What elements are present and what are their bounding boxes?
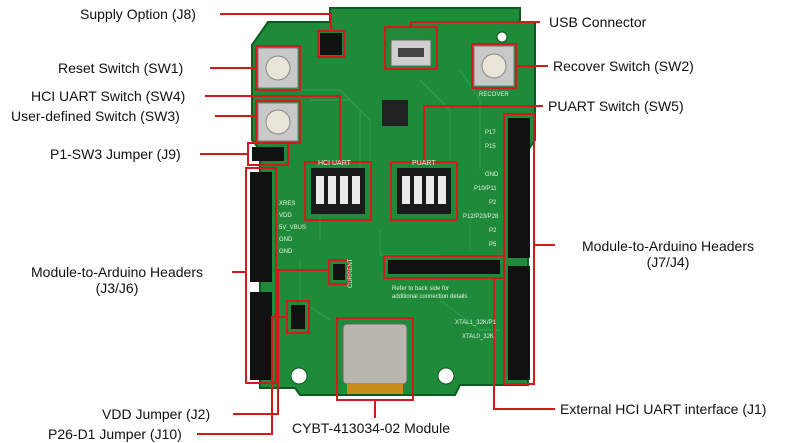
label-p26-jumper: P26-D1 Jumper (J10) bbox=[48, 426, 182, 442]
silk-pins-right: P17 P15 GND P10/P11 P2 P12/P23/P28 P2 P5 bbox=[463, 130, 499, 248]
silk-xtal1: XTAL1_32K/P1 bbox=[455, 320, 497, 326]
silk-refer-line2: additional connection details bbox=[392, 294, 467, 300]
silk-pin-label: P2 bbox=[489, 200, 497, 206]
silk-puart: PUART bbox=[412, 160, 436, 167]
label-p1-sw3-jumper: P1-SW3 Jumper (J9) bbox=[50, 146, 181, 162]
label-vdd-jumper: VDD Jumper (J2) bbox=[102, 406, 211, 422]
silk-pin-label: GND bbox=[279, 237, 293, 243]
ic-chip bbox=[382, 100, 408, 126]
label-reset-switch: Reset Switch (SW1) bbox=[58, 60, 184, 76]
label-arduino-left-line1: Module-to-Arduino Headers bbox=[31, 264, 203, 280]
label-usb-connector: USB Connector bbox=[549, 14, 647, 30]
label-puart-switch: PUART Switch (SW5) bbox=[548, 98, 684, 114]
silk-pin-label: VDD bbox=[279, 213, 292, 219]
label-arduino-right-line1: Module-to-Arduino Headers bbox=[582, 238, 754, 254]
silk-recover: RECOVER bbox=[479, 92, 509, 98]
silk-pin-label: XRES bbox=[279, 201, 295, 207]
silk-pin-label: GND bbox=[279, 249, 293, 255]
silk-hci-uart: HCI UART bbox=[318, 160, 352, 167]
label-arduino-right-line2: (J7/J4) bbox=[646, 254, 690, 270]
silk-refer-line1: Refer to back side for bbox=[392, 286, 449, 292]
label-recover-switch: Recover Switch (SW2) bbox=[553, 58, 694, 74]
silk-pins-left: XRES VDD 5V_VBUS GND GND bbox=[279, 201, 306, 255]
mounting-hole bbox=[437, 367, 455, 385]
pcb-traces bbox=[299, 69, 500, 331]
left-arduino-header-j3-j6 bbox=[245, 167, 277, 384]
external-hci-uart-j1 bbox=[383, 255, 505, 279]
mounting-hole bbox=[496, 31, 508, 43]
silk-pin-label: P15 bbox=[485, 144, 496, 150]
label-hci-uart-switch: HCI UART Switch (SW4) bbox=[31, 88, 186, 104]
silk-pin-label: P5 bbox=[489, 242, 497, 248]
silk-pin-label: P12/P23/P28 bbox=[463, 214, 499, 220]
label-ext-hci-uart: External HCI UART interface (J1) bbox=[560, 401, 767, 417]
usb-connector bbox=[384, 26, 438, 70]
callout-leader-lines bbox=[197, 13, 555, 435]
label-user-switch: User-defined Switch (SW3) bbox=[11, 108, 180, 124]
hci-uart-switch-sw4 bbox=[304, 161, 372, 221]
reset-switch-sw1 bbox=[255, 45, 301, 91]
label-arduino-left-line2: (J3/J6) bbox=[95, 280, 139, 296]
mounting-hole bbox=[290, 367, 308, 385]
silk-pin-label: GND bbox=[485, 172, 499, 178]
vdd-jumper-j2 bbox=[328, 259, 350, 285]
label-supply-option: Supply Option (J8) bbox=[80, 6, 196, 22]
silk-pin-label: P10/P11 bbox=[474, 186, 497, 192]
puart-switch-sw5 bbox=[390, 161, 458, 221]
silk-pin-label: 5V_VBUS bbox=[279, 225, 306, 231]
silk-current: CURRENT bbox=[348, 258, 354, 288]
cybt-module bbox=[336, 317, 414, 401]
silk-xtal2: XTAL0_32K bbox=[462, 334, 494, 340]
right-arduino-header-j7-j4 bbox=[503, 113, 535, 385]
label-module: CYBT-413034-02 Module bbox=[292, 420, 450, 436]
silk-pin-label: P17 bbox=[485, 130, 496, 136]
silk-pin-label: P2 bbox=[489, 228, 497, 234]
label-arduino-right: Module-to-Arduino Headers (J7/J4) bbox=[557, 238, 779, 270]
label-arduino-left: Module-to-Arduino Headers (J3/J6) bbox=[6, 264, 228, 296]
